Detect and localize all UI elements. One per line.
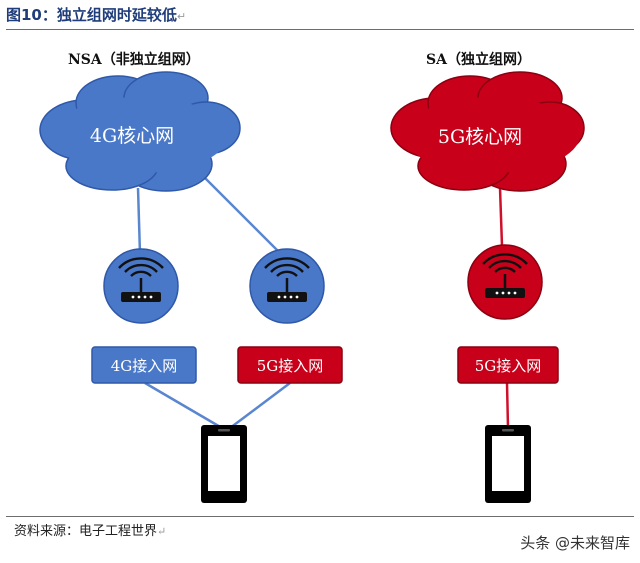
top-rule (6, 29, 634, 30)
link-core4g-router-4g (136, 187, 142, 255)
cloud-icon (39, 71, 241, 192)
sa-title: SA（独立组网） (426, 52, 531, 68)
access-4g-box: 4G接入网 (91, 346, 197, 384)
sa-access-5g-label: 5G接入网 (475, 357, 542, 375)
router-4g (103, 248, 179, 324)
nsa-access-4g-label: 4G接入网 (111, 357, 178, 375)
sa-core-label: 5G核心网 (438, 126, 522, 148)
link-access4g-phone (144, 381, 223, 430)
link-access5g-phone-sa (505, 382, 510, 429)
access-5g-box: 5G接入网 (237, 346, 343, 384)
link-core4g-router-5g (204, 177, 282, 255)
nsa-access-5g-label: 5G接入网 (257, 357, 324, 375)
router-sa-5g (467, 244, 543, 320)
nsa-core-label: 4G核心网 (90, 125, 174, 147)
bottom-rule (6, 516, 634, 517)
router-5g (249, 248, 325, 324)
smartphone-icon (201, 425, 247, 503)
link-access5g-phone (229, 382, 291, 429)
nsa-title: NSA（非独立组网） (68, 52, 200, 68)
watermark: 头条 @未来智库 (520, 534, 630, 552)
smartphone-icon (485, 425, 531, 503)
cloud-icon (390, 71, 585, 192)
figure-title-text: 图10：独立组网时延较低 (6, 6, 177, 24)
figure-title: 图10：独立组网时延较低↵ (6, 4, 186, 25)
sa-access-5g-box: 5G接入网 (457, 346, 559, 384)
source-note: 资料来源：电子工程世界↵ (14, 520, 166, 539)
paragraph-mark: ↵ (157, 525, 167, 538)
link-core5g-router (498, 187, 504, 247)
paragraph-mark: ↵ (176, 10, 187, 23)
source-text: 资料来源：电子工程世界 (14, 524, 158, 539)
